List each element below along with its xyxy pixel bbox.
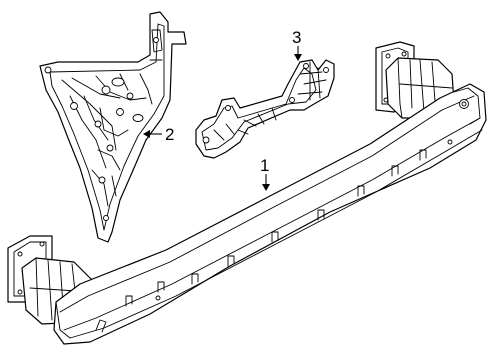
arrow-1	[262, 184, 270, 191]
callout-label-1: 1	[260, 156, 269, 175]
callout-3: 3	[292, 28, 302, 61]
callout-1: 1	[260, 156, 270, 191]
arrow-3	[294, 54, 302, 61]
part-2-bracket	[39, 11, 187, 243]
callout-label-2: 2	[165, 125, 174, 144]
part-1-beam	[7, 41, 487, 345]
arrow-2	[143, 130, 150, 138]
part-3-bracket	[195, 59, 335, 159]
callout-2: 2	[143, 125, 174, 144]
callout-label-3: 3	[292, 28, 301, 47]
